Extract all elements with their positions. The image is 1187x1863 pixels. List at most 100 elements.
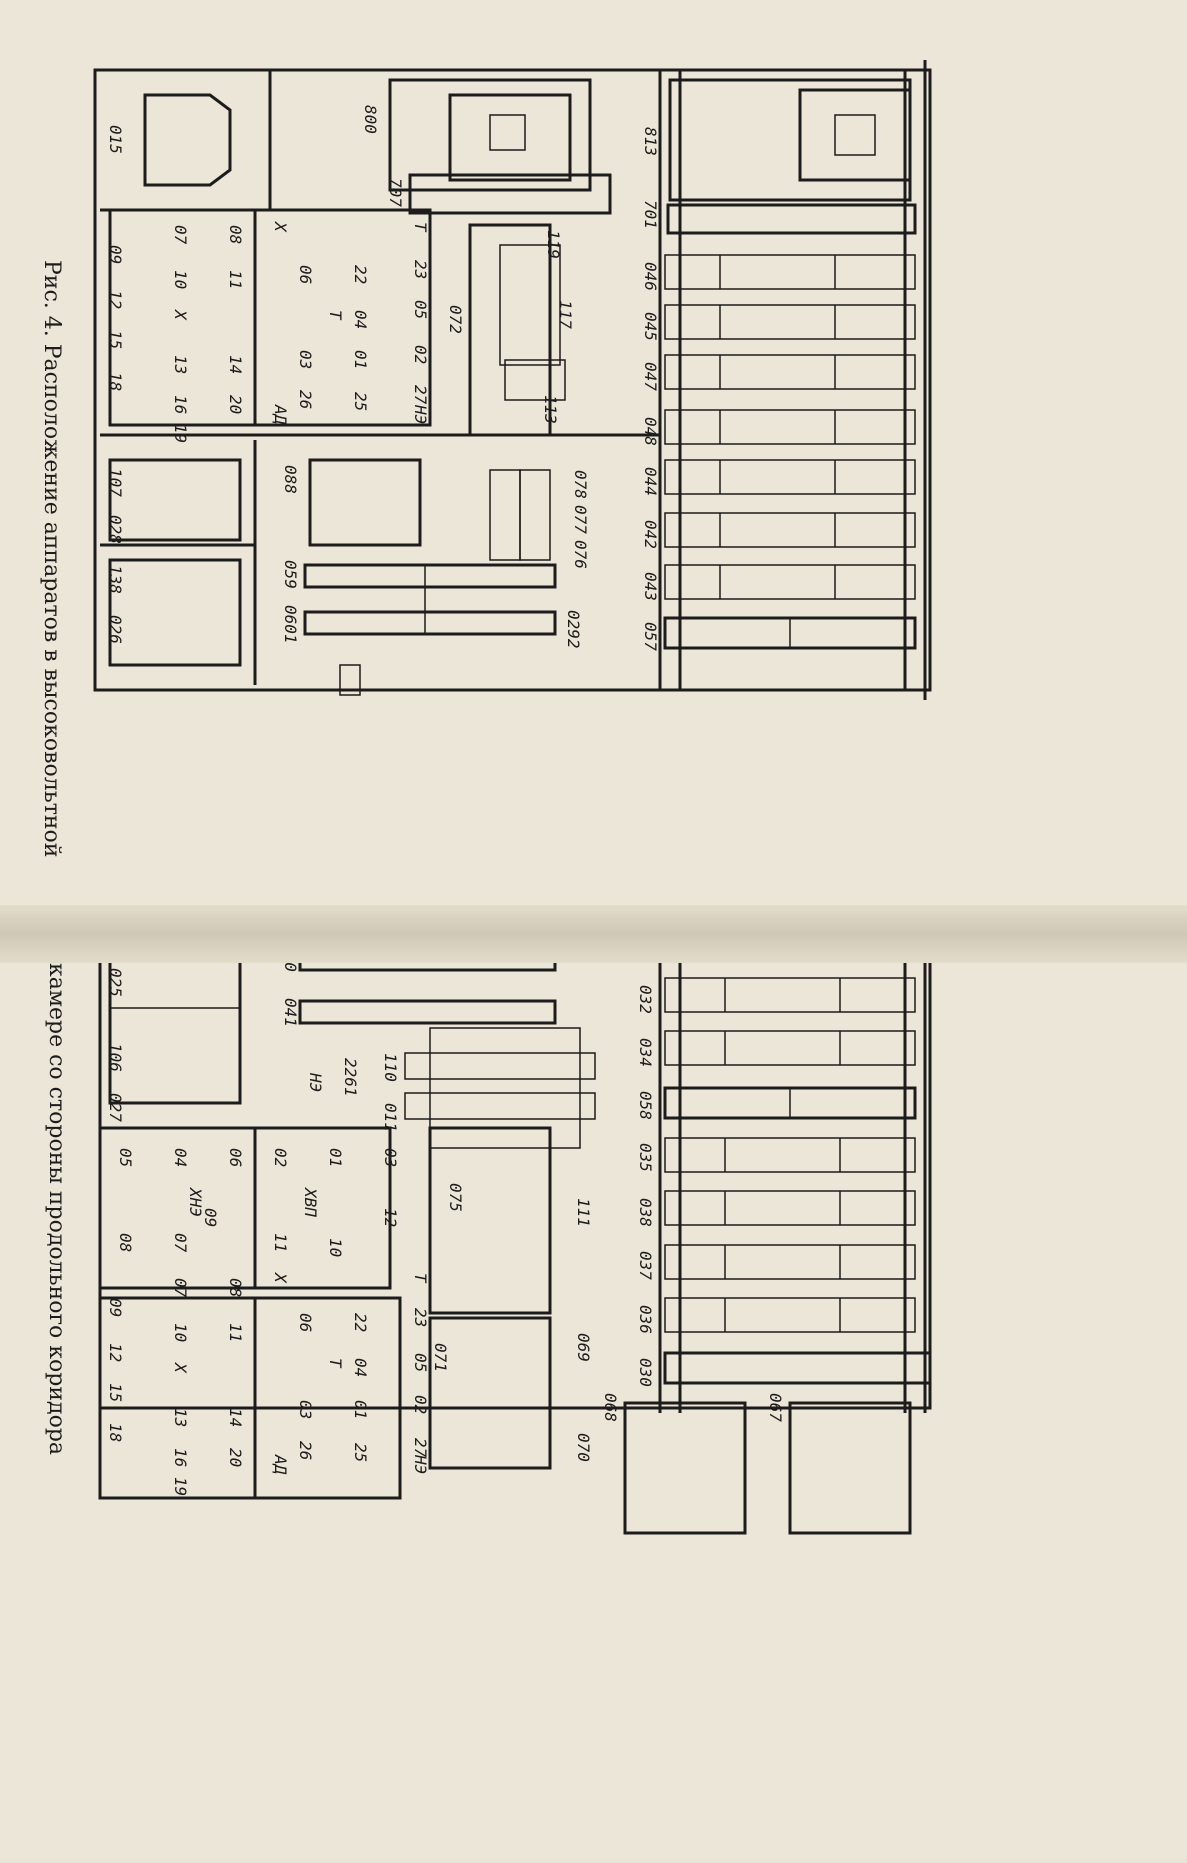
label: 15: [106, 1383, 125, 1402]
label: 25: [351, 392, 370, 411]
label: 08: [116, 1233, 135, 1252]
label: 800: [361, 105, 380, 134]
label: 04: [351, 1358, 370, 1377]
label: 12: [381, 1208, 400, 1227]
label: 078: [571, 470, 590, 499]
label: 25: [351, 1443, 370, 1462]
label: 038: [636, 1198, 655, 1227]
label: АД: [271, 1454, 290, 1475]
label: 09: [106, 245, 125, 264]
label: 12: [106, 1343, 125, 1362]
label: 036: [636, 1305, 655, 1334]
label: 045: [641, 312, 660, 341]
label: 20: [226, 395, 245, 414]
label: 06: [296, 1313, 315, 1332]
label: 077: [571, 505, 590, 534]
label: 03: [381, 1148, 400, 1167]
page-gutter: [0, 905, 1187, 963]
label: 26: [296, 1441, 315, 1460]
label: 01: [326, 1148, 345, 1167]
label: 011: [381, 1103, 400, 1132]
label: 10: [326, 1238, 345, 1257]
label: 043: [641, 572, 660, 601]
label: 22: [351, 265, 370, 284]
label: 03: [296, 1400, 315, 1419]
top-labels: 046 045 047 048 044 042 043 057 813 701 …: [39, 105, 660, 857]
label: 111: [574, 1198, 593, 1227]
label: 23: [411, 1308, 430, 1327]
label: 03: [296, 350, 315, 369]
label: 037: [636, 1251, 655, 1280]
label: 13: [171, 355, 190, 374]
caption-bottom: камере со стороны продольного коридора: [44, 963, 69, 1455]
label: 16 19: [171, 1448, 190, 1496]
label: 701: [641, 200, 660, 229]
label: НЭ: [306, 1072, 325, 1092]
label: 107: [106, 468, 125, 497]
label: АД: [271, 404, 290, 425]
label: Т: [326, 1358, 345, 1369]
label: 088: [281, 465, 300, 494]
label: 042: [641, 520, 660, 549]
label: 10: [171, 1323, 190, 1342]
label: 15: [106, 330, 125, 349]
label: 069: [574, 1333, 593, 1362]
label: 08: [226, 1278, 245, 1297]
label: 070: [574, 1433, 593, 1462]
bottom-schematic: [98, 963, 932, 1535]
label: 06: [296, 265, 315, 284]
label: 09: [201, 1208, 220, 1227]
label: 05: [116, 1148, 135, 1167]
label: 06: [226, 1148, 245, 1167]
bottom-labels: 033 032 034 058 035 038 037 036 030 067 …: [44, 918, 785, 1496]
label: 0292: [564, 610, 583, 649]
label: 707: [386, 178, 405, 207]
label: 27: [411, 385, 430, 405]
label: 2261: [341, 1058, 360, 1097]
label: Х: [271, 221, 290, 233]
label: 047: [641, 362, 660, 391]
label: 028: [106, 515, 125, 544]
label: 08: [226, 225, 245, 244]
label: 22: [351, 1313, 370, 1332]
label: 10: [171, 270, 190, 289]
label: 117: [556, 300, 575, 329]
label: 044: [641, 467, 660, 496]
label: Т: [411, 222, 430, 233]
label: 12: [106, 290, 125, 309]
label: 059: [281, 560, 300, 589]
label: 26: [296, 390, 315, 409]
label: 813: [641, 127, 660, 156]
label: 076: [571, 540, 590, 569]
label: 05: [411, 300, 430, 319]
label: 07: [171, 225, 190, 245]
label: ХВП: [301, 1187, 320, 1217]
label: 138: [106, 565, 125, 594]
label: НЭ: [411, 1454, 430, 1474]
label: 030: [636, 1358, 655, 1387]
label: 04: [171, 1148, 190, 1167]
label: 01: [351, 1400, 370, 1419]
label: 02: [411, 1395, 430, 1414]
label: 032: [636, 985, 655, 1014]
label: 20: [226, 1448, 245, 1467]
label: 07: [171, 1233, 190, 1253]
label: 071: [431, 1343, 450, 1372]
breaker-group: [663, 203, 917, 650]
label: 04: [351, 310, 370, 329]
label: 11: [226, 1323, 245, 1342]
label: 046: [641, 262, 660, 291]
label: 035: [636, 1143, 655, 1172]
label: 058: [636, 1091, 655, 1120]
label: 18: [106, 1423, 125, 1442]
label: 02: [411, 345, 430, 364]
label: 14: [226, 1408, 245, 1427]
label: НЭ: [411, 404, 430, 424]
label: Х: [171, 309, 190, 321]
label: 16 19: [171, 395, 190, 443]
label: 01: [351, 350, 370, 369]
label: 026: [106, 615, 125, 644]
label: 034: [636, 1038, 655, 1067]
label: 05: [411, 1353, 430, 1372]
